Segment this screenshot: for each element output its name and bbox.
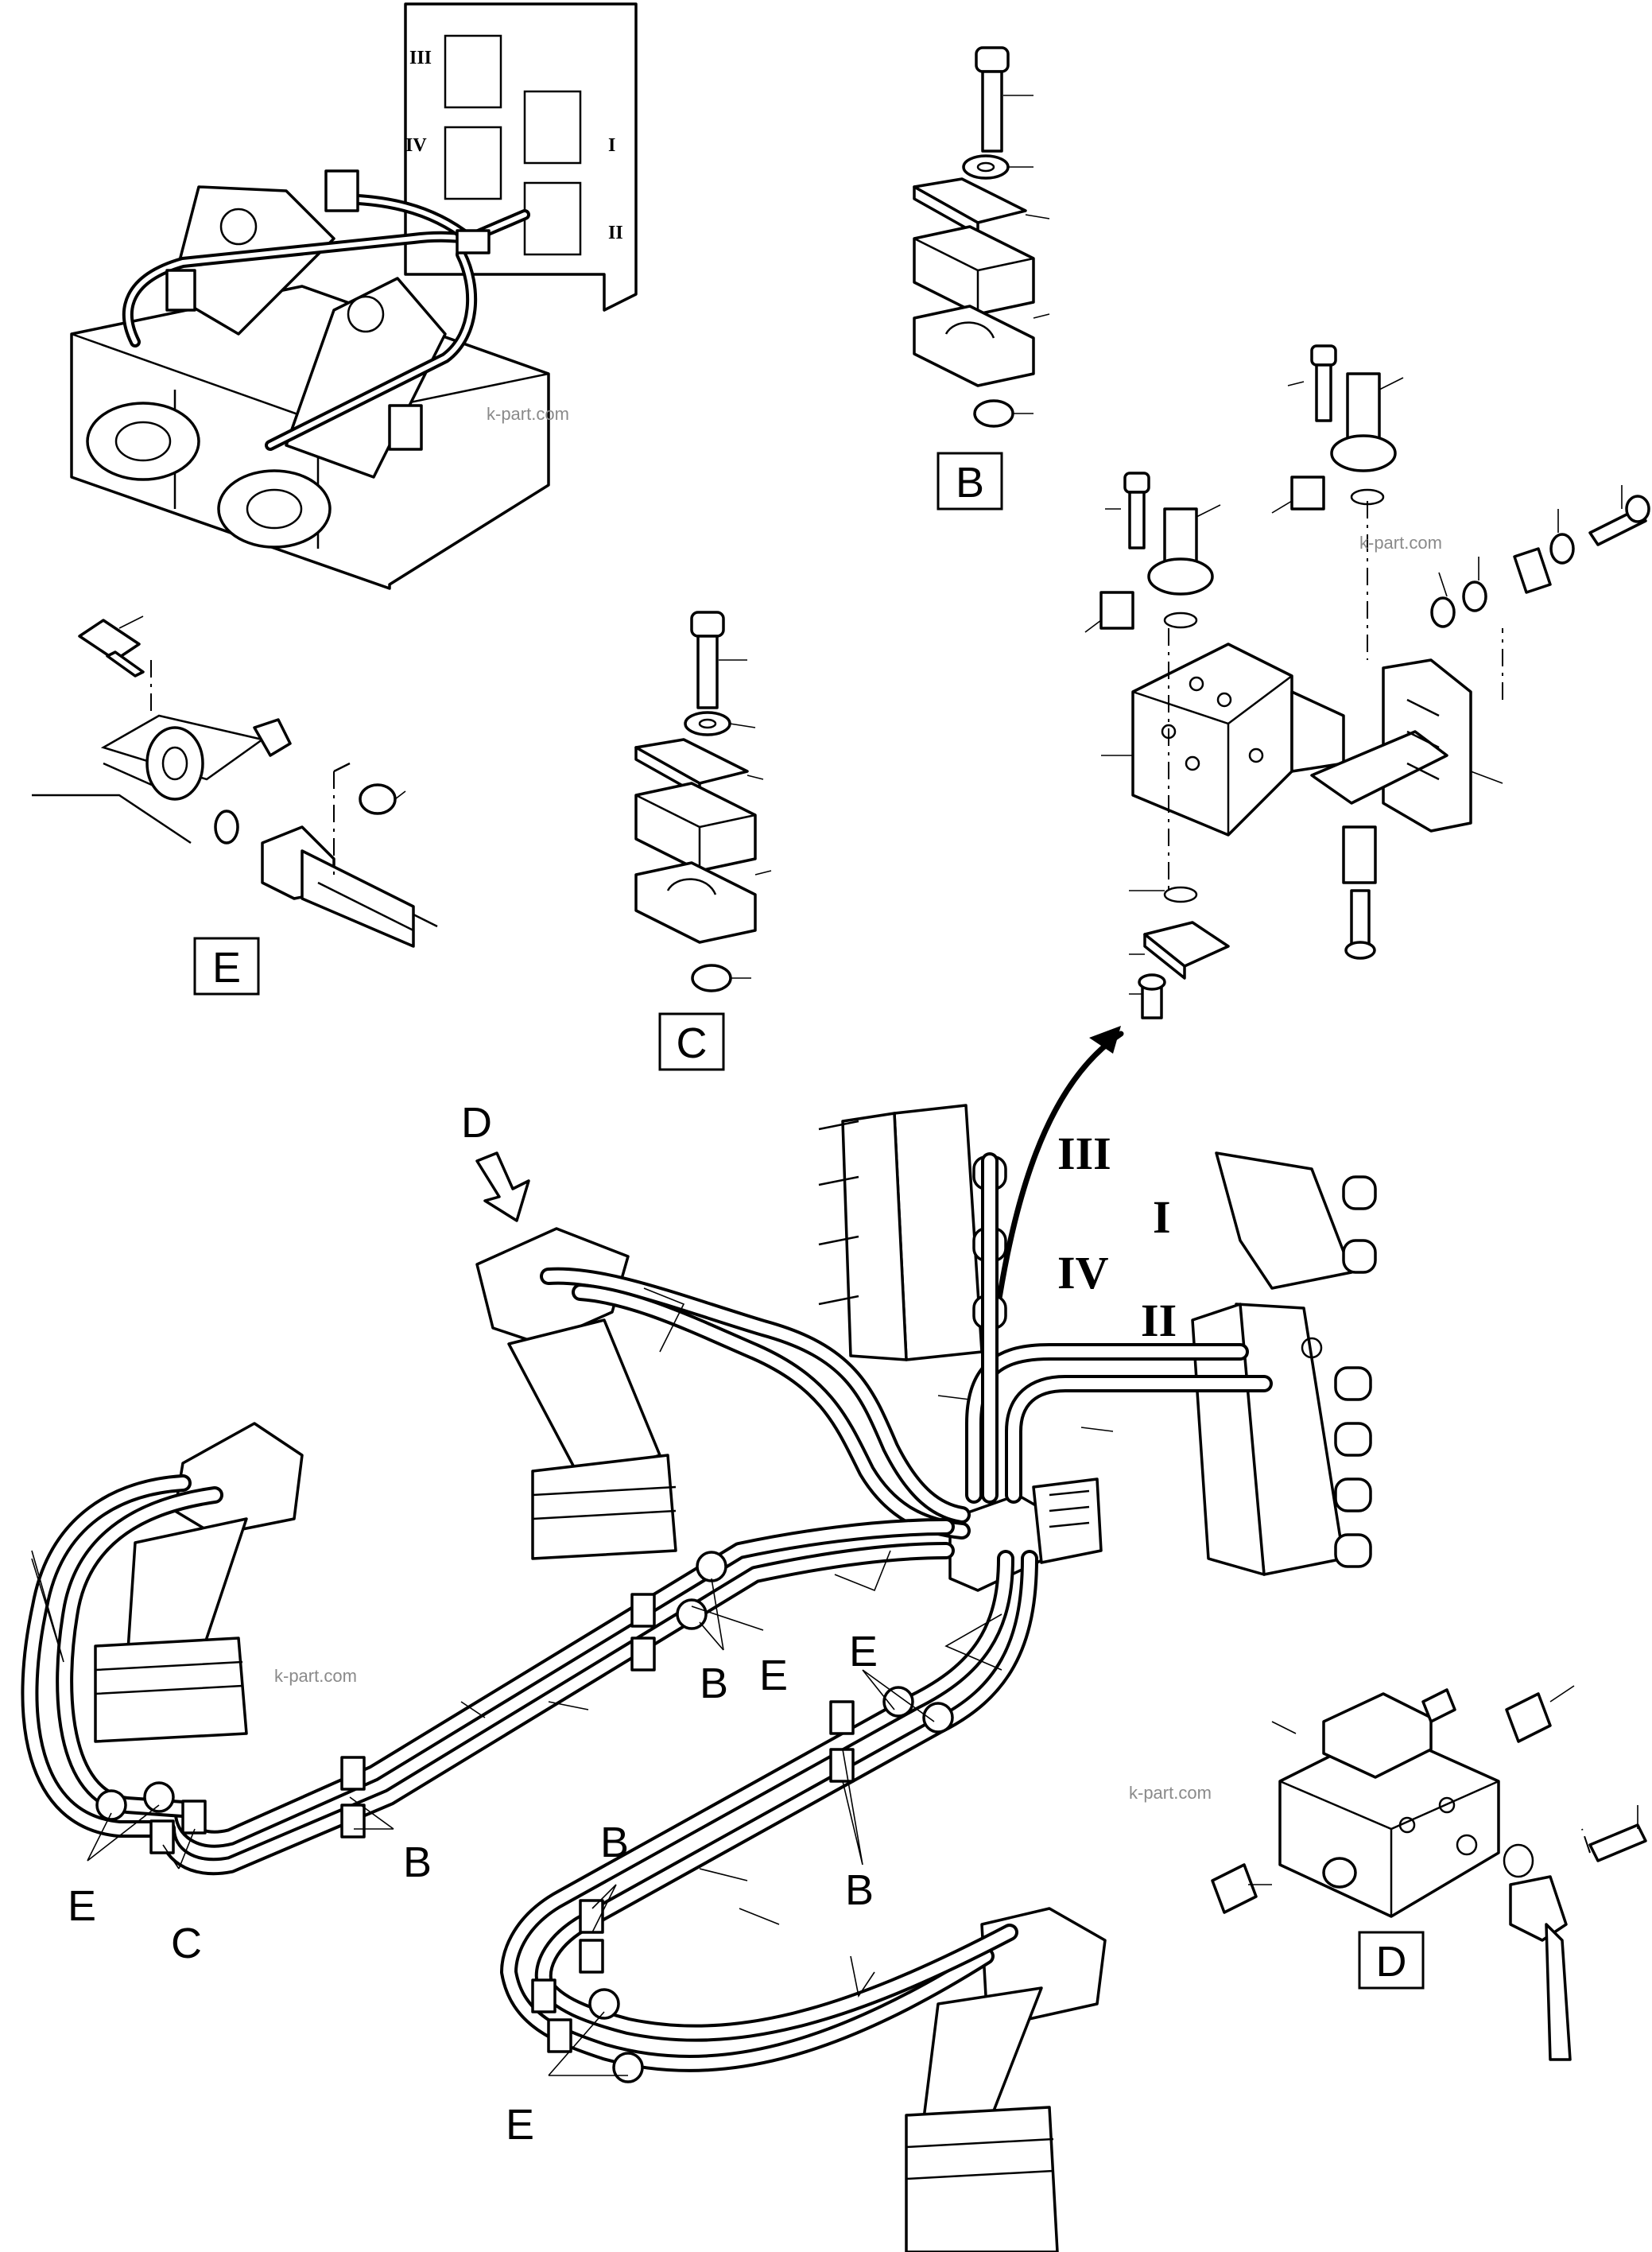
callout-b-4: B — [845, 1866, 874, 1914]
pipe-clamps — [95, 1551, 954, 2083]
view-c-label-box — [658, 1012, 725, 1071]
overview-numeral-i: I — [608, 135, 615, 156]
view-b-label-box — [937, 452, 1003, 511]
callout-e-4: E — [506, 2101, 534, 2149]
callout-e-2: E — [849, 1628, 878, 1675]
control-valve-bank-right — [1191, 1303, 1372, 1576]
callout-b-3: B — [600, 1819, 629, 1866]
motor-left — [94, 1422, 304, 1743]
detail-manifold-exploded: k-part.com — [987, 344, 1650, 1371]
watermark-main: k-part.com — [274, 1666, 357, 1686]
callout-d: D — [461, 1099, 492, 1147]
view-e-label: E — [212, 944, 241, 992]
valve-numeral-iii: III — [1057, 1128, 1111, 1179]
valve-numeral-ii: II — [1141, 1295, 1177, 1346]
detail-view-e-flange: E — [32, 615, 438, 996]
view-e-label-box — [193, 937, 260, 996]
overview-numeral-iv: IV — [405, 135, 427, 156]
main-assembly: III IV I II — [21, 1099, 1377, 2252]
overview-assembly: III IV I II k-part.com — [70, 2, 638, 590]
overview-numeral-iii: III — [409, 48, 432, 68]
view-d-label: D — [1376, 1938, 1407, 1986]
motor-top — [475, 1227, 677, 1560]
watermark-right: k-part.com — [1129, 1783, 1212, 1803]
callout-c: C — [171, 1920, 202, 1967]
view-c-label: C — [677, 1019, 708, 1067]
callout-e-1: E — [759, 1652, 788, 1699]
callout-pointers — [87, 1578, 935, 2076]
watermark: k-part.com — [487, 404, 569, 424]
valve-numeral-i: I — [1153, 1191, 1171, 1243]
callout-b-1: B — [700, 1660, 728, 1707]
watermark-manifold: k-part.com — [1359, 533, 1442, 553]
detail-view-b-clamp: B — [913, 46, 1050, 511]
callout-b-2: B — [403, 1838, 432, 1886]
valve-numeral-iv: IV — [1057, 1247, 1109, 1299]
leader-lines — [31, 1287, 1114, 1998]
callout-e-3: E — [68, 1882, 96, 1930]
view-d-arrow — [475, 1151, 530, 1222]
overview-numeral-ii: II — [608, 223, 623, 243]
detail-view-d-valve: D — [1211, 1685, 1647, 2061]
view-d-label-box — [1358, 1931, 1425, 1990]
view-b-label: B — [956, 459, 984, 507]
central-manifold — [948, 1477, 1103, 1592]
detail-view-c-clamp: C — [634, 611, 772, 1071]
